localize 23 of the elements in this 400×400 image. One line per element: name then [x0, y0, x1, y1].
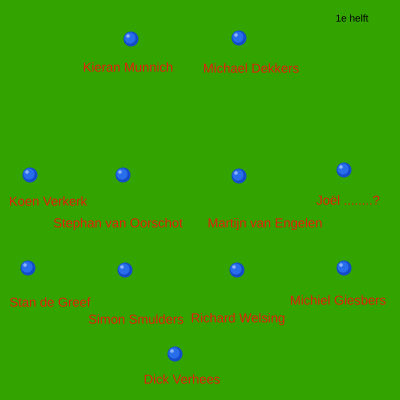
player-ball [22, 168, 38, 182]
player-ball [118, 262, 132, 278]
title: 1e helft [336, 14, 368, 22]
player-ball [232, 30, 246, 46]
player-ball [232, 168, 246, 184]
player-name: Richard Welsing [192, 312, 284, 326]
player-name: Joël ........? [316, 195, 380, 205]
player-name: Michiel Giesbers [291, 295, 386, 305]
player-name: Stan de Greef [10, 297, 90, 307]
player-name: Martijn van Engelen [208, 218, 322, 230]
player-ball [124, 32, 138, 46]
player-name: Koen Verkerk [10, 196, 88, 206]
player-ball [168, 346, 182, 362]
player-ball [336, 162, 352, 178]
player-name: Simon Smulders [88, 314, 184, 324]
player-name: Dick Verhees [144, 374, 220, 384]
player-name: Kieran Munnich [84, 62, 172, 72]
player-name: Stephan van Oorschot [54, 218, 183, 230]
player-ball [336, 260, 352, 276]
player-ball [116, 168, 130, 182]
player-ball [230, 262, 244, 278]
player-ball [20, 260, 36, 276]
player-name: Michael Dekkers [204, 63, 299, 73]
